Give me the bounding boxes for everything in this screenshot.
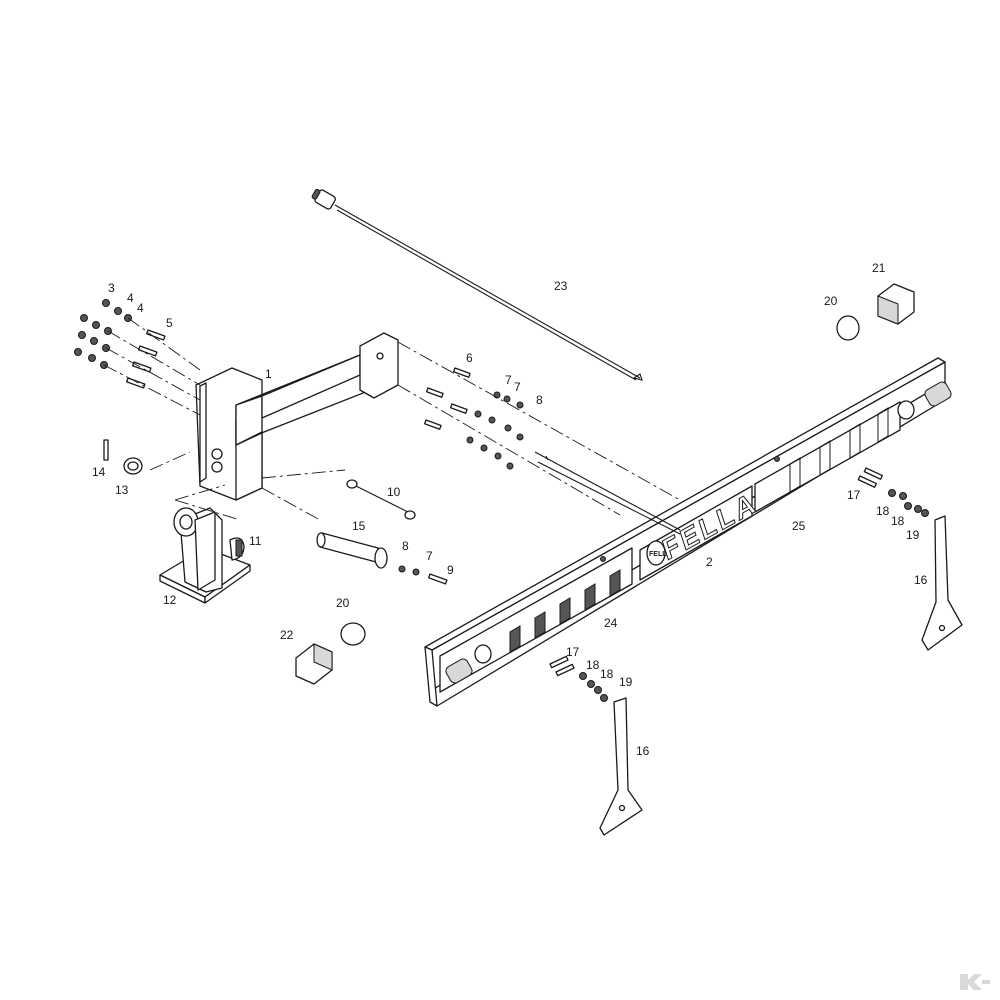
callout-c18a: 18 bbox=[876, 504, 890, 518]
callout-c16a: 16 bbox=[914, 573, 928, 587]
pin-14 bbox=[103, 439, 109, 461]
hardware-17-19-right bbox=[857, 467, 929, 517]
callout-c2: 2 bbox=[706, 555, 713, 569]
callout-c25: 25 bbox=[792, 519, 806, 533]
lamp-22 bbox=[295, 643, 333, 685]
callout-c18d: 18 bbox=[600, 667, 614, 681]
hazard-stripes-25 bbox=[789, 407, 889, 493]
reflector-20-left bbox=[340, 622, 366, 646]
bracket-16-bottom bbox=[599, 697, 643, 836]
callout-c10: 10 bbox=[387, 485, 401, 499]
callout-c12: 12 bbox=[163, 593, 177, 607]
callout-c24: 24 bbox=[604, 616, 618, 630]
callout-c14: 14 bbox=[92, 465, 106, 479]
callout-c9: 9 bbox=[447, 563, 454, 577]
washer-13 bbox=[123, 457, 143, 475]
callout-c7b: 7 bbox=[514, 380, 521, 394]
callout-c4b: 4 bbox=[137, 301, 144, 315]
callout-c22: 22 bbox=[280, 628, 294, 642]
callout-c1: 1 bbox=[265, 367, 272, 381]
callout-c6: 6 bbox=[466, 351, 473, 365]
drawbar-arm-1 bbox=[195, 332, 399, 501]
callout-c7a: 7 bbox=[505, 373, 512, 387]
callout-c21: 21 bbox=[872, 261, 886, 275]
callout-c18c: 18 bbox=[586, 658, 600, 672]
bracket-16-right bbox=[921, 515, 963, 651]
cable-23 bbox=[311, 188, 643, 381]
callout-c17b: 17 bbox=[566, 645, 580, 659]
jack-stand-12 bbox=[159, 507, 251, 604]
callout-c11: 11 bbox=[249, 534, 262, 548]
hardware-6-8 bbox=[398, 367, 524, 585]
hazard-stripes-24 bbox=[509, 569, 621, 653]
callout-c17a: 17 bbox=[847, 488, 861, 502]
callout-c19a: 19 bbox=[906, 528, 920, 542]
callout-c8a: 8 bbox=[536, 393, 543, 407]
lamp-21 bbox=[877, 283, 915, 325]
reflector-20-right bbox=[836, 315, 860, 341]
callout-c16b: 16 bbox=[636, 744, 650, 758]
callout-c19b: 19 bbox=[619, 675, 633, 689]
callout-c8b: 8 bbox=[402, 539, 409, 553]
callout-c4a: 4 bbox=[127, 291, 134, 305]
brand-badge: FELLA bbox=[649, 551, 672, 558]
assembly-lines bbox=[103, 317, 681, 535]
callout-c3: 3 bbox=[108, 281, 115, 295]
callout-c7c: 7 bbox=[426, 549, 433, 563]
pin-15 bbox=[316, 532, 388, 569]
callout-c13: 13 bbox=[115, 483, 129, 497]
callout-c20b: 20 bbox=[336, 596, 350, 610]
chain-10 bbox=[346, 479, 416, 520]
hardware-3-5 bbox=[74, 299, 166, 389]
hardware-17-19-bottom bbox=[549, 655, 608, 702]
watermark-logo bbox=[960, 974, 990, 990]
callout-c23: 23 bbox=[554, 279, 568, 293]
callout-c20a: 20 bbox=[824, 294, 838, 308]
main-bar-2: FELLA FELLA bbox=[424, 357, 952, 707]
callout-c15: 15 bbox=[352, 519, 366, 533]
callout-c18b: 18 bbox=[891, 514, 905, 528]
callout-c5: 5 bbox=[166, 316, 173, 330]
